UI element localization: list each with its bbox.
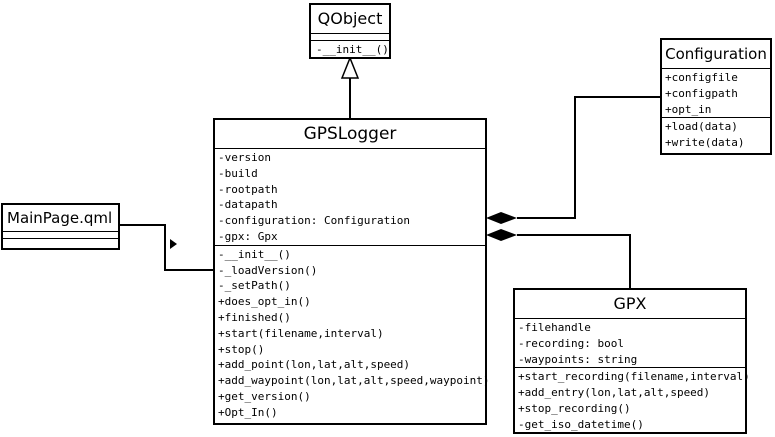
method: +write(data) [665, 136, 745, 150]
separator [515, 367, 745, 369]
class-name: Configuration [665, 45, 767, 63]
method: +add_point(lon,lat,alt,speed) [218, 358, 411, 372]
class-name: QObject [317, 9, 383, 28]
class-name: GPSLogger [303, 124, 397, 144]
attribute-list: -filehandle -recording: bool -waypoints:… [515, 319, 745, 367]
method: +finished() [218, 310, 291, 324]
separator [311, 40, 389, 41]
class-gpx[interactable]: GPX -filehandle -recording: bool -waypoi… [513, 288, 750, 434]
method: +Opt_In() [218, 405, 278, 419]
method: +add_entry(lon,lat,alt,speed) [518, 386, 711, 400]
attribute-list: +configfile +configpath +opt_in [662, 69, 770, 117]
method-list: -__init__() [311, 41, 389, 58]
attribute: -datapath [218, 198, 278, 212]
method: -__init__() [316, 43, 389, 56]
separator [662, 117, 770, 119]
attribute: -recording: bool [518, 336, 624, 350]
association-arrow-marker [170, 239, 177, 249]
inheritance-arrowhead [340, 55, 360, 79]
attribute: -configuration: Configuration [218, 214, 411, 228]
gpx-composition-diamond[interactable] [486, 229, 517, 241]
class-configuration[interactable]: Configuration +configfile +configpath +o… [660, 38, 772, 155]
method-list: +start_recording(filename,interval) +add… [515, 368, 750, 432]
method: +start_recording(filename,interval) [518, 370, 750, 384]
separator [215, 148, 485, 149]
method-list: +load(data) +write(data) [662, 118, 770, 151]
separator [3, 238, 118, 239]
configuration-composition-line [517, 96, 660, 219]
separator [662, 68, 770, 69]
separator [515, 318, 745, 319]
attribute: -gpx: Gpx [218, 229, 278, 243]
class-qobject[interactable]: QObject -__init__() [309, 3, 391, 59]
class-mainpage-qml[interactable]: MainPage.qml [1, 203, 120, 250]
method: +stop() [218, 342, 265, 356]
attribute: +configfile [665, 71, 738, 84]
attribute: -rootpath [218, 182, 278, 196]
attribute: -filehandle [518, 321, 591, 334]
attribute: +opt_in [665, 102, 712, 116]
method: +add_waypoint(lon,lat,alt,speed,waypoint… [218, 374, 490, 388]
class-name: GPX [613, 294, 647, 313]
method: +get_version() [218, 389, 311, 403]
method: -__init__() [218, 247, 291, 261]
method-list: -__init__() -_loadVersion() -_setPath() … [215, 246, 490, 421]
attribute: -version [218, 151, 271, 164]
method: -get_iso_datetime() [518, 417, 644, 431]
configuration-composition-diamond[interactable] [486, 212, 517, 224]
attribute: -build [218, 166, 258, 180]
method: -_setPath() [218, 279, 291, 293]
method: +stop_recording() [518, 401, 631, 415]
method: +does_opt_in() [218, 295, 311, 309]
attribute-list: -version -build -rootpath -datapath -con… [215, 149, 485, 245]
method: -_loadVersion() [218, 263, 318, 277]
class-gpslogger[interactable]: GPSLogger -version -build -rootpath -dat… [213, 118, 490, 425]
method: +start(filename,interval) [218, 326, 384, 340]
class-name: MainPage.qml [7, 209, 113, 227]
attribute: -waypoints: string [518, 352, 638, 366]
separator [3, 231, 118, 232]
attribute: +configpath [665, 86, 738, 100]
method: +load(data) [665, 120, 738, 134]
gpx-composition-line [517, 234, 631, 288]
mainpage-association-line [119, 224, 213, 271]
separator [311, 33, 389, 34]
separator [215, 244, 485, 246]
